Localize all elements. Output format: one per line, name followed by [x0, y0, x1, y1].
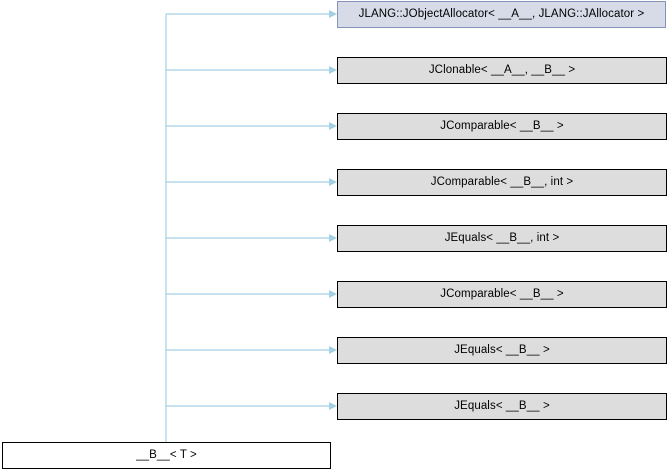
graph-node-base-6[interactable]: JEquals< __B__ > [337, 337, 667, 364]
node-label: JLANG::JObjectAllocator< __A__, JLANG::J… [358, 7, 645, 20]
graph-node-base-3[interactable]: JComparable< __B__, int > [337, 169, 667, 196]
graph-node-base-1[interactable]: JClonable< __A__, __B__ > [337, 57, 667, 84]
graph-node-base-5[interactable]: JComparable< __B__ > [337, 281, 667, 308]
edge-arrowhead-3 [329, 178, 337, 186]
edge-arrowhead-0 [329, 10, 337, 18]
graph-node-root[interactable]: __B__< T > [2, 442, 331, 469]
edge-arrowhead-6 [329, 346, 337, 354]
node-label: JComparable< __B__ > [440, 119, 564, 132]
graph-node-base-0[interactable]: JLANG::JObjectAllocator< __A__, JLANG::J… [337, 1, 666, 28]
graph-node-base-7[interactable]: JEquals< __B__ > [337, 393, 667, 420]
node-label: JEquals< __B__, int > [444, 231, 560, 244]
edge-arrowhead-2 [329, 122, 337, 130]
edge-arrowhead-1 [329, 66, 337, 74]
graph-node-base-2[interactable]: JComparable< __B__ > [337, 113, 667, 140]
edge-arrowhead-5 [329, 290, 337, 298]
edge-arrowhead-4 [329, 234, 337, 242]
node-label: JComparable< __B__, int > [430, 175, 574, 188]
edge-arrowhead-7 [329, 402, 337, 410]
node-label: JClonable< __A__, __B__ > [428, 63, 576, 76]
node-label: JEquals< __B__ > [454, 343, 550, 356]
node-label: JComparable< __B__ > [440, 287, 564, 300]
node-label: __B__< T > [136, 448, 197, 461]
node-label: JEquals< __B__ > [454, 399, 550, 412]
graph-node-base-4[interactable]: JEquals< __B__, int > [337, 225, 667, 252]
